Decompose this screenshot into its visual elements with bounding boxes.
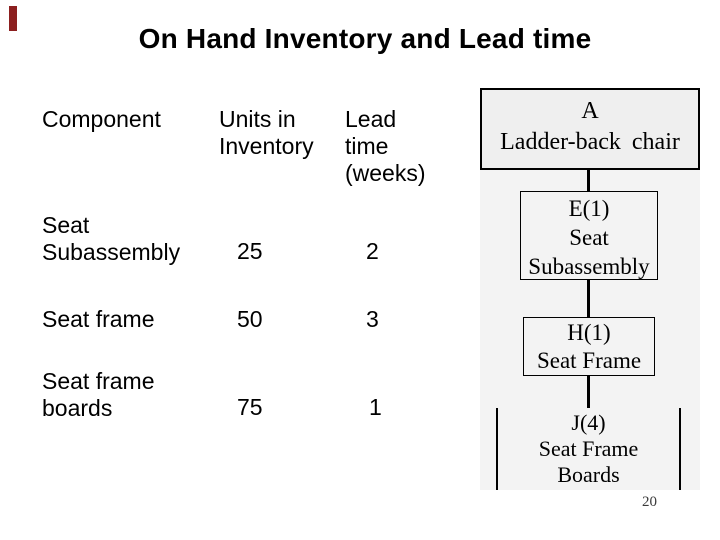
slide-accent-bar bbox=[9, 6, 17, 31]
column-header-component: Component bbox=[42, 106, 161, 132]
table-cell-units-seat-frame: 50 bbox=[237, 306, 263, 332]
node-h-name: Seat Frame bbox=[536, 348, 642, 373]
table-cell-component-seat-frame: Seat frame bbox=[42, 306, 155, 332]
connector-line-a-to-e bbox=[587, 170, 590, 191]
column-header-lead-time-weeks: Lead time (weeks) bbox=[345, 106, 426, 186]
node-h-code: H(1) bbox=[567, 320, 611, 345]
table-cell-component-seat-frame-boards: Seat frame boards bbox=[42, 368, 155, 421]
node-a-name: Ladder-back chair bbox=[500, 129, 680, 155]
table-cell-units-seat-subassembly: 25 bbox=[237, 238, 263, 264]
page-number: 20 bbox=[642, 494, 657, 510]
node-a-code: A bbox=[581, 98, 599, 124]
diagram-node-seat-frame: H(1) Seat Frame bbox=[523, 317, 655, 376]
column-header-units-in-inventory: Units in Inventory bbox=[219, 106, 314, 159]
product-structure-diagram: A Ladder-back chair E(1) Seat Subassembl… bbox=[480, 88, 700, 490]
node-j-left-border-line bbox=[496, 408, 498, 490]
slide-title: On Hand Inventory and Lead time bbox=[138, 23, 592, 54]
table-cell-lead-seat-frame: 3 bbox=[366, 306, 379, 332]
diagram-node-seat-frame-boards: J(4) Seat Frame Boards bbox=[497, 410, 680, 488]
node-j-code: J(4) bbox=[571, 410, 606, 435]
table-cell-lead-seat-subassembly: 2 bbox=[366, 238, 379, 264]
connector-line-e-to-h bbox=[587, 280, 590, 317]
diagram-node-seat-subassembly: E(1) Seat Subassembly bbox=[520, 191, 658, 280]
table-cell-units-seat-frame-boards: 75 bbox=[237, 394, 263, 420]
table-cell-component-seat-subassembly: Seat Subassembly bbox=[42, 212, 181, 265]
connector-line-h-to-j bbox=[587, 376, 590, 408]
node-e-code: E(1) bbox=[568, 196, 610, 221]
table-cell-lead-seat-frame-boards: 1 bbox=[369, 394, 382, 420]
node-j-right-border-line bbox=[679, 408, 681, 490]
node-j-name: Seat Frame Boards bbox=[538, 436, 639, 487]
node-e-name: Seat Subassembly bbox=[528, 225, 650, 279]
diagram-node-ladder-back-chair: A Ladder-back chair bbox=[480, 88, 700, 170]
